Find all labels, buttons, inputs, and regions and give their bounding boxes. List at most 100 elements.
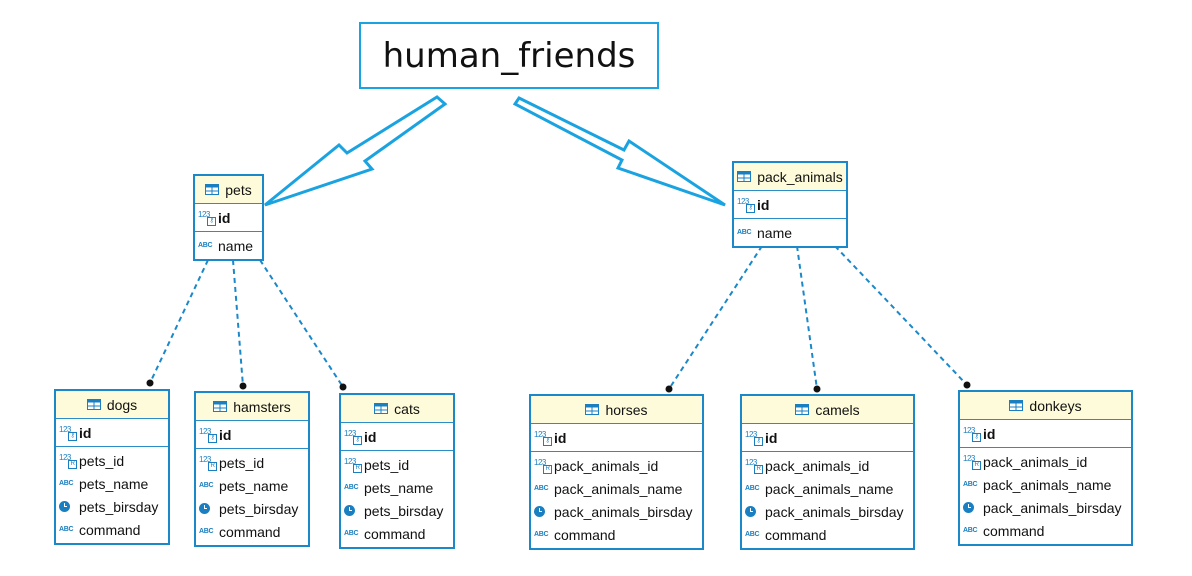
entity-header[interactable]: dogs (56, 391, 168, 419)
primary-key-field[interactable]: 123⚷id (196, 423, 308, 446)
entity-name: pets (225, 181, 252, 198)
inheritance-arrow-pets (264, 95, 448, 207)
entity-name: pack_animals (757, 168, 843, 185)
table-icon (1009, 400, 1024, 411)
relation-pets-cats (259, 259, 344, 388)
abc-text-icon: ABC (199, 482, 214, 489)
diagram-title: human_friends (359, 22, 659, 89)
primary-key-field[interactable]: 123⚷id (56, 421, 168, 444)
primary-key-section: 123⚷id (734, 191, 846, 219)
primary-key-field[interactable]: 123⚷id (195, 206, 262, 229)
abc-text-icon: ABC (344, 530, 359, 537)
primary-key-field[interactable]: 123⚷id (341, 425, 453, 448)
column-name: id (364, 428, 377, 445)
abc-text-icon: ABC (534, 531, 549, 538)
column-field[interactable]: pets_birsday (341, 499, 453, 522)
table-icon (374, 403, 389, 414)
column-field[interactable]: pack_animals_birsday (531, 500, 702, 523)
entity-header[interactable]: donkeys (960, 392, 1131, 420)
entity-name: donkeys (1029, 397, 1082, 414)
abc-text-icon: ABC (344, 484, 359, 491)
column-name: id (983, 425, 996, 442)
abc-text-icon: ABC (737, 229, 752, 236)
primary-key-field[interactable]: 123⚷id (734, 193, 846, 216)
column-name: pack_animals_birsday (765, 503, 904, 520)
column-name: pets_id (79, 452, 125, 469)
relation-pack-horses (668, 245, 763, 390)
clock-date-icon (59, 501, 77, 512)
primary-key-field[interactable]: 123⚷id (742, 426, 913, 449)
column-field[interactable]: ABC pets_name (341, 476, 453, 499)
entity-header[interactable]: cats (341, 395, 453, 423)
abc-text-icon: ABC (59, 480, 74, 487)
primary-key-field[interactable]: 123⚷id (960, 422, 1131, 445)
column-name: pets_birsday (364, 502, 444, 519)
relation-end-horses (665, 385, 673, 393)
entity-header[interactable]: pets (195, 176, 262, 204)
column-name: id (219, 426, 232, 443)
column-name: id (765, 429, 778, 446)
entity-header[interactable]: horses (531, 396, 702, 424)
column-name: command (765, 526, 827, 543)
table-icon (213, 401, 228, 412)
column-field[interactable]: pets_birsday (56, 495, 168, 518)
column-name: command (554, 526, 616, 543)
primary-key-section: 123⚷id (56, 419, 168, 447)
column-name: pets_name (219, 477, 289, 494)
column-name: pack_animals_name (554, 480, 683, 497)
abc-text-icon: ABC (199, 528, 214, 535)
primary-key-section: 123⚷id (341, 423, 453, 451)
entity-header[interactable]: camels (742, 396, 913, 424)
column-name: pets_name (364, 479, 434, 496)
column-name: pack_animals_name (765, 480, 894, 497)
relation-end-dogs (146, 379, 154, 387)
entity-header[interactable]: hamsters (196, 393, 308, 421)
entity-header[interactable]: pack_animals (734, 163, 846, 191)
column-field[interactable]: ABC pets_name (196, 474, 308, 497)
column-field[interactable]: pack_animals_birsday (960, 496, 1131, 519)
column-field[interactable]: ABC command (531, 523, 702, 546)
column-name: pack_animals_birsday (983, 499, 1122, 516)
column-field[interactable]: pack_animals_birsday (742, 500, 913, 523)
column-field[interactable]: pets_birsday (196, 497, 308, 520)
entity-name: hamsters (233, 398, 291, 415)
column-name: pack_animals_name (983, 476, 1112, 493)
relation-end-cats (339, 383, 347, 391)
primary-key-section: 123⚷id (531, 424, 702, 452)
clock-date-icon (745, 506, 763, 517)
relation-end-donkeys (963, 381, 971, 389)
primary-key-field[interactable]: 123⚷id (531, 426, 702, 449)
numeric-key-icon: 123⚷ (59, 425, 77, 441)
